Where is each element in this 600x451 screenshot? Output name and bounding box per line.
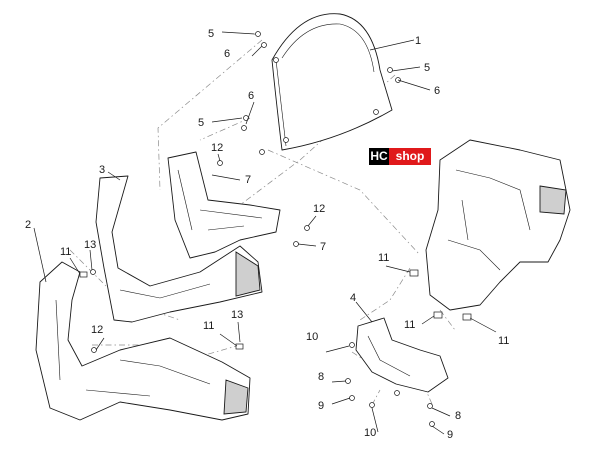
callout-1: 1 — [415, 35, 421, 47]
callout-13-lower: 13 — [231, 309, 243, 321]
callout-11-frame-right: 11 — [498, 335, 509, 347]
callout-6-right: 6 — [434, 85, 440, 97]
callout-11-frame-top: 11 — [378, 252, 389, 264]
callout-5-top: 5 — [208, 28, 214, 40]
callout-10-left: 10 — [306, 331, 318, 343]
callout-8-left: 8 — [318, 371, 324, 383]
callout-8-right: 8 — [455, 410, 461, 422]
deflector-part-4 — [355, 317, 449, 393]
callout-6-top: 6 — [224, 48, 230, 60]
callout-12-left: 12 — [91, 324, 103, 336]
fasteners — [79, 31, 472, 427]
callout-11-frame-mid: 11 — [404, 319, 415, 331]
callout-7-upper: 7 — [245, 174, 251, 186]
headlight-surround-part-3 — [95, 175, 263, 323]
logo-suffix: shop — [389, 148, 431, 165]
callout-10-bottom: 10 — [364, 427, 376, 439]
callout-11-left: 11 — [60, 246, 71, 258]
callout-5-right: 5 — [424, 62, 430, 74]
callout-3: 3 — [99, 164, 105, 176]
fairing-bracket-part-3 — [167, 151, 281, 259]
callout-7-lower: 7 — [320, 241, 326, 253]
hcshop-logo: HC shop — [369, 148, 431, 165]
leader-lines — [33, 31, 497, 435]
callout-4: 4 — [350, 292, 356, 304]
frame-assembly — [425, 139, 571, 311]
callout-12-top: 12 — [211, 142, 223, 154]
windscreen-part-1 — [271, 13, 393, 151]
callout-6-left: 6 — [248, 90, 254, 102]
callout-5-left: 5 — [198, 117, 204, 129]
callout-9-left: 9 — [318, 400, 324, 412]
lower-front-fairing-part-2 — [35, 261, 251, 421]
callout-12-right: 12 — [313, 203, 325, 215]
callout-13-left: 13 — [84, 239, 96, 251]
callout-9-right: 9 — [447, 429, 453, 441]
callout-11-lower: 11 — [203, 320, 214, 332]
callout-labels: 1 2 3 4 5 5 5 6 6 6 7 7 8 8 9 9 10 10 11… — [25, 28, 509, 441]
callout-2: 2 — [25, 219, 31, 231]
logo-prefix: HC — [369, 148, 389, 165]
